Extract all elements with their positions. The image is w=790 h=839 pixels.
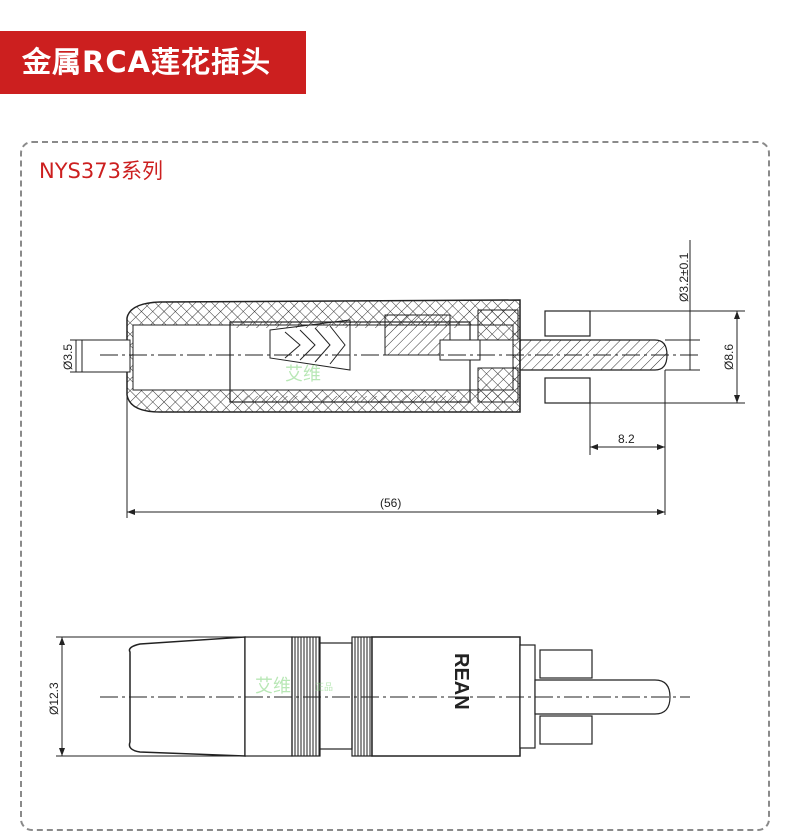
thread-upper (477, 309, 519, 341)
thread-lower (477, 367, 519, 403)
watermark-bottom: 艾维 (255, 676, 291, 697)
contact-pin-holder (439, 339, 481, 361)
section-dimensions (70, 240, 745, 518)
collar (319, 642, 353, 750)
sleeve-hatch-bottom (232, 396, 462, 402)
cable (81, 339, 131, 373)
dim-pin-length: 8.2 (618, 432, 635, 446)
page-title: 金属RCA莲花插头 (22, 45, 272, 79)
sleeve-hatch-top (232, 322, 462, 328)
dim-cable-diameter: Ø3.5 (61, 344, 75, 370)
arrowheads (127, 311, 740, 515)
section-view (81, 299, 700, 413)
shield-lower (539, 715, 593, 745)
shield-upper (539, 649, 593, 679)
page-title-banner: 金属RCA莲花插头 (0, 31, 306, 94)
dim-total-length: (56) (380, 496, 401, 510)
tip-sleeve-lower (544, 377, 591, 404)
watermark-bottom-sub: 正品 (315, 682, 333, 693)
brand-logo: REAN (450, 653, 472, 710)
dim-tip-diameter: Ø8.6 (722, 344, 736, 370)
dim-body-diameter: Ø12.3 (47, 682, 61, 715)
dim-pin-diameter: Ø3.2±0.1 (677, 252, 691, 302)
series-label: NYS373系列 (39, 159, 163, 183)
side-view (56, 636, 690, 757)
contact-block (384, 314, 451, 356)
drawing-frame (20, 141, 770, 831)
watermark-top: 艾维 (285, 364, 321, 385)
tip-sleeve-upper (544, 310, 591, 337)
